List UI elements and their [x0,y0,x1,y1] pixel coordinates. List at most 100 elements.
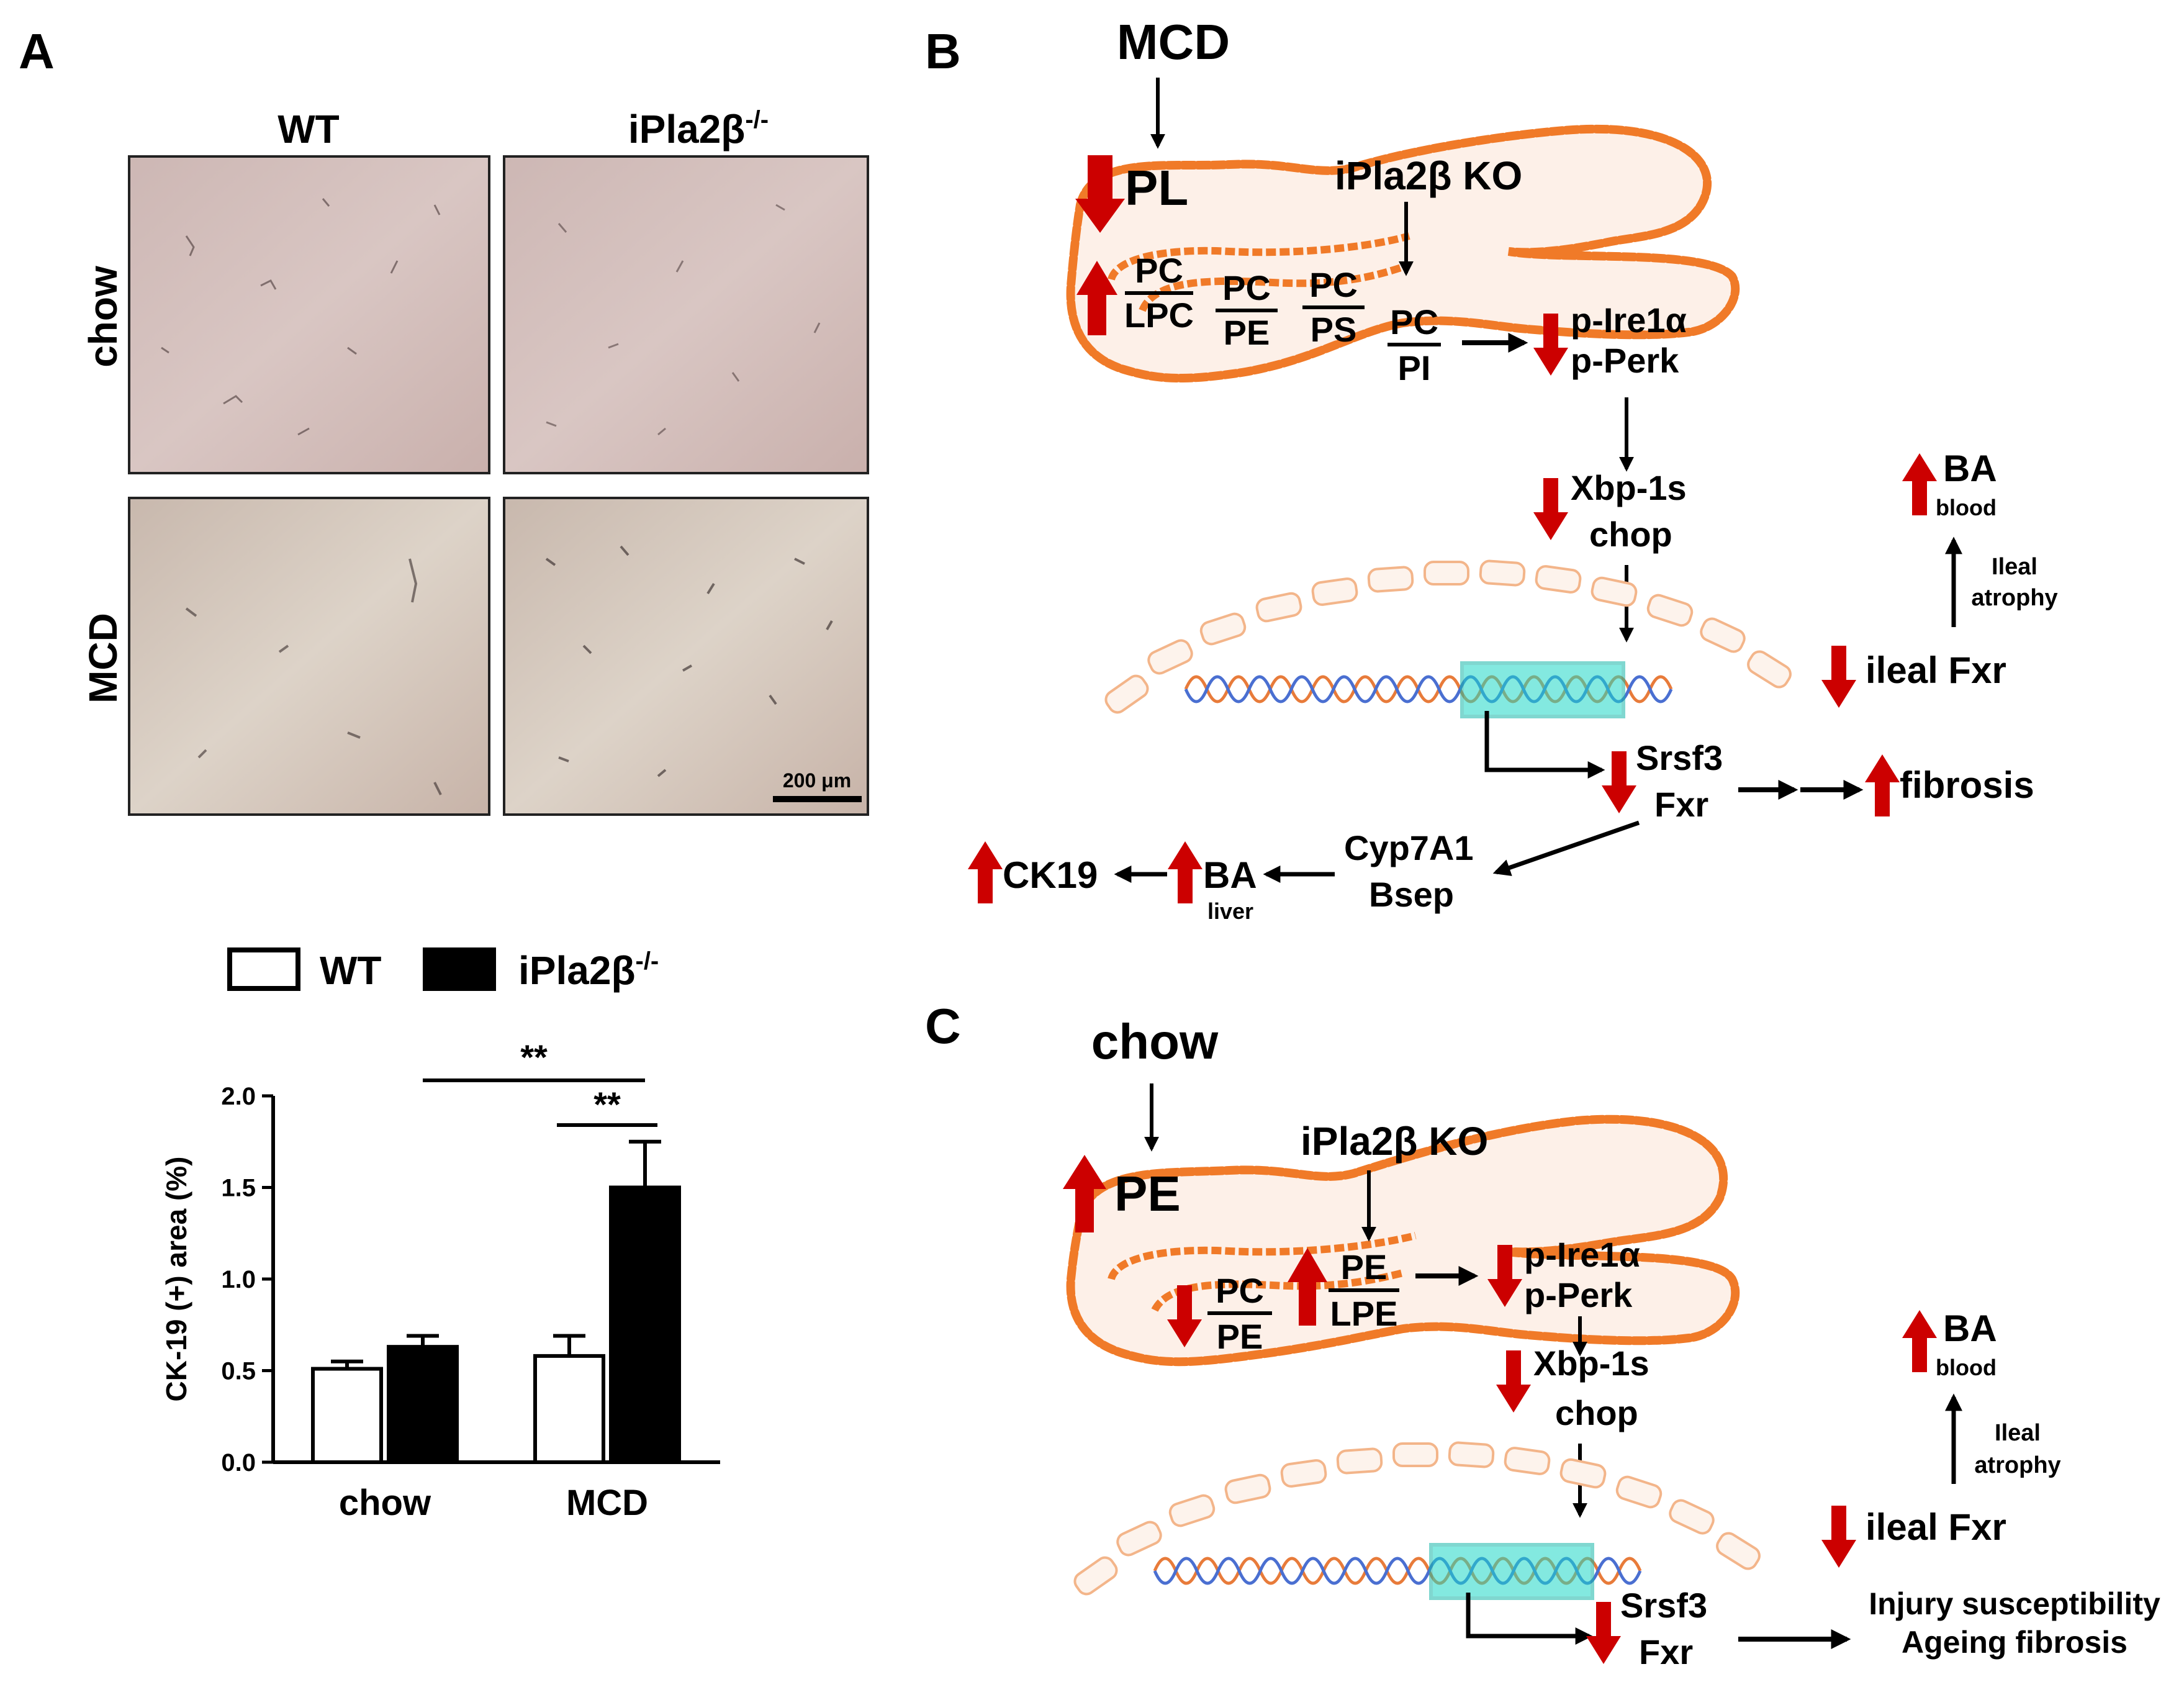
sig-label: ** [520,1038,548,1077]
c-stress-down-arrow [1487,1245,1522,1307]
y-tick-label: 1.5 [221,1175,256,1202]
c-ratio-den: PE [1217,1317,1263,1356]
b-ck19-up-arrow [968,841,1003,903]
c-ratio-pe-lpe: PE LPE [1329,1247,1399,1333]
y-tick-label: 1.0 [221,1266,256,1293]
bar-ko-chow [387,1345,459,1464]
c-ba-blood-up-arrow [1902,1310,1937,1372]
scale-bar-label: 200 μm [783,769,851,792]
x-tick-label-chow: chow [339,1483,431,1523]
c-srsf3: Srsf3 [1620,1586,1707,1625]
c-pe-up-arrow [1063,1155,1106,1232]
b-ba-liver-sub: liver [1207,898,1253,924]
b-pl-down-arrow [1075,155,1125,233]
legend-label-ko-sup: -/- [636,947,659,975]
b-stress-ire1: p-Ire1α [1571,301,1687,340]
b-cyp7a1: Cyp7A1 [1344,828,1474,867]
b-ileal-fxr-down-arrow [1821,646,1856,708]
c-xbp-down-arrow [1496,1350,1531,1413]
c-fxr: Fxr [1639,1632,1693,1671]
c-pc-pe-down-arrow [1167,1285,1202,1347]
c-ratio-num: PC [1216,1271,1264,1310]
b-trigger-mcd: MCD [1117,14,1230,70]
b-ratio-den: PI [1398,348,1431,387]
b-ck19: CK19 [1003,854,1098,896]
b-xbp-down-arrow [1533,478,1568,540]
b-ratio-num: PC [1390,302,1438,341]
c-ileal-fxr-down-arrow [1821,1506,1856,1568]
b-fibrosis: fibrosis [1900,764,2034,806]
micrograph-ko-mcd [503,497,869,816]
b-ratio-den: PE [1224,313,1270,352]
panel-label-a: A [19,24,55,79]
c-dna [1153,1543,1642,1600]
b-ileal: Ileal [1992,554,2037,580]
c-pe-lpe-up-arrow [1288,1248,1327,1326]
c-outcome-ageing: Ageing fibrosis [1902,1625,2128,1660]
b-ratio-pc-lpc: PC LPC [1124,251,1194,335]
micrograph-wt-chow [128,155,490,474]
bar-wt-mcd [533,1354,605,1464]
b-ratio-num: PC [1135,251,1183,290]
legend-swatch-wt [227,947,300,991]
c-nucleus [1073,1441,1761,1596]
b-nucleus [1104,559,1792,714]
c-atrophy: atrophy [1974,1452,2060,1478]
b-fxr: Fxr [1654,785,1708,824]
b-fibrosis-up-arrow [1865,754,1900,816]
b-ba-liver: BA [1203,854,1257,896]
panel-c-diagram: chow PE iPla2β KO PC PE PE LPE p-Ire1α p… [1063,1014,2160,1671]
c-ba-blood-sub: blood [1936,1355,1997,1380]
panel-label-c: C [925,998,961,1054]
b-ratio-pc-pe: PC PE [1216,268,1278,352]
x-tick-label-mcd: MCD [566,1483,648,1523]
c-ba-blood: BA [1943,1308,1997,1349]
c-stress-ire1: p-Ire1α [1524,1235,1640,1274]
legend-label-wt: WT [320,948,382,993]
b-ratio-den: PS [1311,310,1357,349]
col-header-ko: iPla2β-/- [628,106,769,151]
b-bsep: Bsep [1369,875,1454,914]
b-ko-label: iPla2β KO [1335,153,1522,198]
b-dna [1184,661,1673,718]
micrograph-ko-chow [503,155,869,474]
b-xbp1s: Xbp-1s [1571,468,1687,507]
b-ba-blood-sub: blood [1936,495,1997,520]
b-ba-liver-up-arrow [1168,841,1203,903]
legend-label-ko-text: iPla2β [518,948,636,993]
row-header-mcd: MCD [81,613,125,703]
b-pl: PL [1125,160,1188,215]
c-ratio-den: LPE [1330,1294,1398,1333]
b-srsf3: Srsf3 [1636,738,1723,777]
col-header-ko-sup: -/- [745,106,769,133]
legend-label-ko: iPla2β-/- [518,947,659,993]
sig-label: ** [593,1085,621,1124]
b-ileal-fxr: ileal Fxr [1866,649,2006,691]
y-tick-label: 0.0 [221,1449,256,1476]
panel-b-diagram: MCD PL iPla2β KO PC LPC PC PE PC PS PC [968,14,2058,924]
c-stress-perk: p-Perk [1524,1275,1633,1314]
b-ba-blood: BA [1943,448,1997,489]
y-axis-label: CK-19 (+) area (%) [160,1157,192,1402]
b-chop: chop [1589,515,1672,554]
c-chop: chop [1555,1393,1638,1432]
c-ileal-fxr: ileal Fxr [1866,1506,2006,1548]
b-ratio-den: LPC [1124,296,1194,335]
c-ileal: Ileal [1995,1420,2041,1446]
c-ratio-num: PE [1341,1247,1388,1286]
b-ratio-num: PC [1222,268,1271,307]
c-ko-label: iPla2β KO [1301,1119,1488,1164]
b-stress-down-arrow [1533,314,1568,376]
c-trigger-chow: chow [1091,1014,1219,1069]
micrograph-wt-mcd [128,497,490,816]
b-srsf-down-arrow [1602,751,1636,813]
panel-label-b: B [925,24,961,79]
c-srsf-down-arrow [1586,1602,1621,1664]
bar-ko-mcd [609,1185,681,1464]
b-ratio-pc-pi: PC PI [1388,302,1441,387]
bar-wt-chow [311,1367,383,1465]
c-ratio-pc-pe: PC PE [1207,1271,1272,1356]
b-atrophy: atrophy [1971,585,2057,611]
y-tick-label: 0.5 [221,1358,256,1385]
